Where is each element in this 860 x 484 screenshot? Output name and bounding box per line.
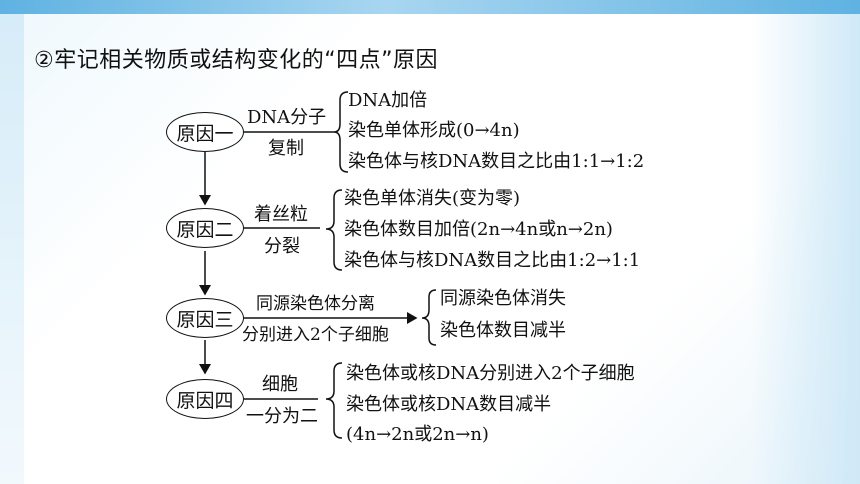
left-decor-band [0,14,24,484]
cause-oval-4: 原因四 [166,379,244,419]
brace-1 [333,91,349,173]
result-3-1: 同源染色体消失 [440,288,566,309]
result-1-3: 染色体与核DNA数目之比由1:1→1:2 [348,151,645,172]
event-1-bottom: 复制 [268,138,304,159]
cause-oval-3: 原因三 [166,298,244,338]
top-decor-band [0,0,860,14]
event-4-bottom: 一分为二 [246,406,318,427]
result-4-3: (4n→2n或2n→n) [346,424,489,445]
cause-oval-1: 原因一 [166,112,244,152]
event-2-top: 着丝粒 [254,204,308,225]
event-3-bottom: 分别进入2个子细胞 [242,325,389,345]
event-1-top: DNA分子 [247,107,327,128]
brace-2 [325,189,343,271]
result-2-3: 染色体与核DNA数目之比由1:2→1:1 [344,250,641,271]
event-4-top: 细胞 [262,374,298,395]
result-2-2: 染色体数目加倍(2n→4n或n→2n) [344,219,613,240]
cause-oval-2: 原因二 [166,208,244,248]
result-1-1: DNA加倍 [348,90,428,111]
result-3-2: 染色体数目减半 [440,320,566,341]
page-title: ②牢记相关物质或结构变化的“四点”原因 [34,48,439,73]
right-decor-band [750,14,860,484]
event-3-top: 同源染色体分离 [256,294,375,314]
brace-4 [325,362,343,439]
result-1-2: 染色单体形成(0→4n) [348,120,520,141]
event-2-bottom: 分裂 [264,236,300,257]
result-2-1: 染色单体消失(变为零) [344,188,521,209]
brace-3 [421,289,437,346]
result-4-1: 染色体或核DNA分别进入2个子细胞 [346,363,635,384]
result-4-2: 染色体或核DNA数目减半 [346,394,552,415]
